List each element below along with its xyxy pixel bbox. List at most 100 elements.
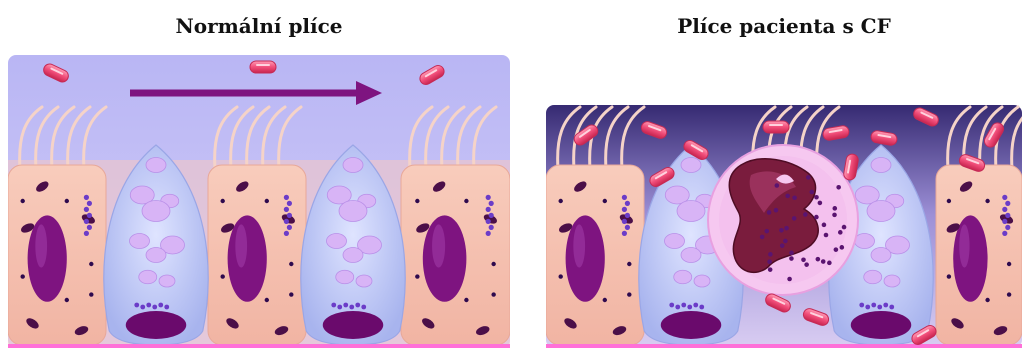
granule	[792, 195, 797, 200]
granule	[65, 298, 69, 302]
title-normal-lung: Normální plíce	[8, 14, 510, 38]
granule	[985, 199, 989, 203]
mucus-vesicle	[855, 234, 875, 249]
granule	[89, 292, 93, 296]
granule	[814, 195, 819, 200]
mucus-vesicle	[681, 158, 701, 173]
granule	[803, 212, 808, 217]
granule	[832, 213, 837, 218]
granule	[627, 292, 631, 296]
granule	[789, 256, 794, 261]
granule	[65, 199, 69, 203]
panel-cf-lung	[546, 105, 1022, 348]
title-cf-lung: Plíce pacienta s CF	[546, 14, 1022, 38]
nucleus	[28, 215, 67, 301]
nucleus	[661, 311, 722, 339]
granule	[836, 185, 841, 190]
granule	[1007, 262, 1011, 266]
cell-layer	[8, 145, 510, 345]
granule	[760, 235, 765, 240]
granule	[840, 245, 845, 250]
granule	[801, 257, 806, 262]
nucleus	[228, 215, 267, 301]
mucus-vesicle	[665, 234, 685, 249]
panel-normal-lung	[8, 55, 510, 348]
granule	[780, 243, 785, 248]
granule	[21, 274, 25, 278]
granule	[779, 228, 784, 233]
epithelial-cell	[546, 165, 644, 345]
mucus-vesicle	[142, 201, 170, 222]
granule	[783, 239, 788, 244]
granule	[768, 267, 773, 272]
granule	[834, 247, 839, 252]
granule	[21, 199, 25, 203]
nucleus	[423, 215, 467, 301]
granule	[491, 292, 495, 296]
granule	[832, 206, 837, 211]
granule	[816, 257, 821, 262]
granule	[1007, 292, 1011, 296]
granule	[787, 277, 792, 282]
bacterium	[763, 121, 789, 133]
granule	[415, 199, 419, 203]
epithelial-cell	[401, 165, 510, 345]
granule	[814, 215, 819, 220]
granule	[785, 194, 790, 199]
neutrophil	[708, 145, 858, 295]
mucus-vesicle	[343, 248, 363, 263]
nucleus	[126, 311, 187, 339]
granule	[827, 261, 832, 266]
mucus-vesicle	[336, 270, 354, 284]
granule	[792, 216, 797, 221]
mucus-vesicle	[327, 234, 347, 249]
mucus-vesicle	[864, 270, 882, 284]
epithelial-cell	[208, 165, 306, 345]
granule	[809, 190, 814, 195]
granule	[822, 223, 827, 228]
mucus-vesicle	[139, 270, 157, 284]
mucus-vesicle	[146, 248, 166, 263]
mucus-vesicle	[343, 158, 363, 173]
mucus-vesicle	[159, 275, 175, 287]
granule	[768, 252, 773, 257]
granule	[627, 262, 631, 266]
granule	[764, 229, 769, 234]
granule	[806, 175, 811, 180]
mucus-vesicle	[674, 270, 692, 284]
granule	[464, 298, 468, 302]
granule	[603, 199, 607, 203]
mucus-vesicle	[677, 201, 705, 222]
granule	[221, 274, 225, 278]
nucleus	[851, 311, 912, 339]
basement-membrane	[8, 344, 510, 348]
granule	[767, 259, 772, 264]
nucleus	[323, 311, 384, 339]
basement-membrane	[546, 344, 1022, 348]
mucus-vesicle	[681, 248, 701, 263]
mucus-vesicle	[130, 234, 150, 249]
granule	[89, 262, 93, 266]
granule	[289, 292, 293, 296]
mucus-vesicle	[884, 275, 900, 287]
bacterium	[250, 61, 276, 73]
nucleus	[566, 215, 605, 301]
granule	[821, 259, 826, 264]
granule	[838, 230, 843, 235]
granule	[265, 298, 269, 302]
granule	[464, 199, 468, 203]
granule	[985, 298, 989, 302]
granule	[221, 199, 225, 203]
epithelial-cell	[8, 165, 106, 345]
mucus-vesicle	[871, 158, 891, 173]
granule	[774, 208, 779, 213]
granule	[784, 226, 789, 231]
granule	[767, 210, 772, 215]
epithelial-cell	[936, 165, 1022, 345]
mucus-vesicle	[339, 201, 367, 222]
granule	[603, 298, 607, 302]
granule	[818, 201, 823, 206]
granule	[842, 225, 847, 230]
granule	[804, 262, 809, 267]
granule	[415, 274, 419, 278]
